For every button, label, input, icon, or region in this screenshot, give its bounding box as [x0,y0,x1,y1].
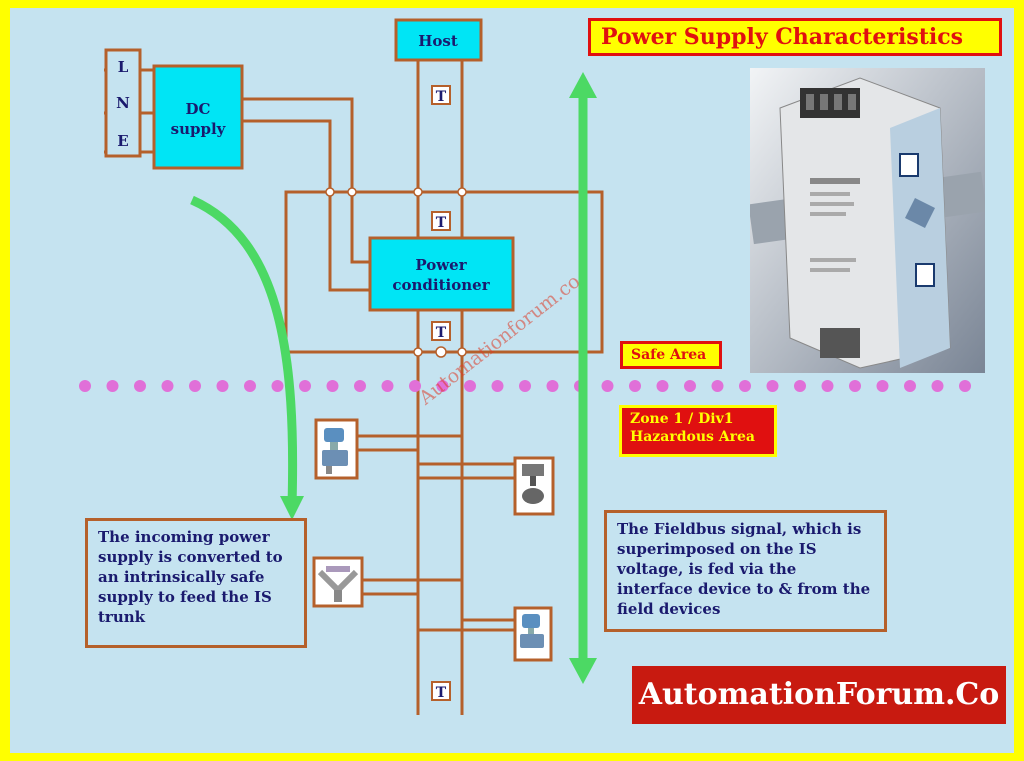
divider-dot [794,380,806,392]
divider-dot [876,380,889,392]
signal-arrowhead-down [569,658,597,684]
host-label: Host [418,32,458,50]
junction-dots [325,187,467,358]
divider-dot [821,380,834,392]
area-divider-dots [79,380,971,392]
divider-dot [189,380,201,392]
divider-dot [299,380,311,392]
terminator-top: T [431,85,451,105]
divider-dot [959,380,971,392]
field-devices [312,418,555,662]
input-n: N [116,94,130,112]
divider-dot [409,380,421,392]
input-l: L [118,58,129,76]
line-input-block [104,48,142,158]
terminators: T T T T [431,85,451,701]
input-e: E [117,132,128,150]
terminator-bottom: T [431,681,451,701]
svg-text:T: T [436,325,447,341]
divider-dot [79,380,91,392]
terminator-lower: T [431,321,451,341]
conversion-arrow [190,195,298,506]
divider-dot [106,380,119,392]
note-fieldbus-signal: The Fieldbus signal, which is superimpos… [604,510,887,632]
divider-dot [931,380,944,392]
terminator-upper: T [431,211,451,231]
divider-dot [766,380,779,392]
signal-arrowhead-up [569,72,597,98]
divider-dot [904,380,916,392]
note-right-text: The Fieldbus signal, which is superimpos… [617,520,871,618]
host-box [394,18,483,62]
divider-dot [134,380,146,392]
note-left-text: The incoming power supply is converted t… [98,528,283,626]
divider-dot [464,380,476,392]
divider-dot [711,380,724,392]
hazardous-area-tag: Zone 1 / Div1 Hazardous Area [619,405,777,457]
power-supply-photo [750,68,985,373]
divider-dot [684,380,696,392]
safe-area-tag: Safe Area [620,341,722,369]
power-conditioner-box [368,236,515,312]
valve-positioner-icon [513,456,555,516]
divider-dot [656,380,669,392]
divider-dot [519,380,531,392]
coriolis-flowmeter-icon [312,556,364,608]
green-arrows [190,72,597,684]
divider-dot [216,380,229,392]
divider-dot [491,380,504,392]
dc-supply-box [152,64,244,170]
divider-dot [546,380,559,392]
page-title: Power Supply Characteristics [588,18,1002,56]
divider-dot [326,380,339,392]
divider-dot [849,380,861,392]
note-power-conversion: The incoming power supply is converted t… [85,518,307,648]
divider-dot [354,380,366,392]
transmitter-icon [314,418,359,480]
svg-text:T: T [436,685,447,701]
svg-text:T: T [436,215,447,231]
divider-dot [739,380,751,392]
divider-dot [601,380,614,392]
svg-text:T: T [436,89,447,105]
pressure-transmitter-icon [513,606,553,662]
divider-dot [271,380,284,392]
conversion-arrowhead [280,496,304,520]
divider-dot [244,380,256,392]
divider-dot [381,380,394,392]
divider-dot [629,380,641,392]
divider-dot [161,380,174,392]
divider-dot [436,380,449,392]
brand-banner: AutomationForum.Co [632,666,1006,724]
